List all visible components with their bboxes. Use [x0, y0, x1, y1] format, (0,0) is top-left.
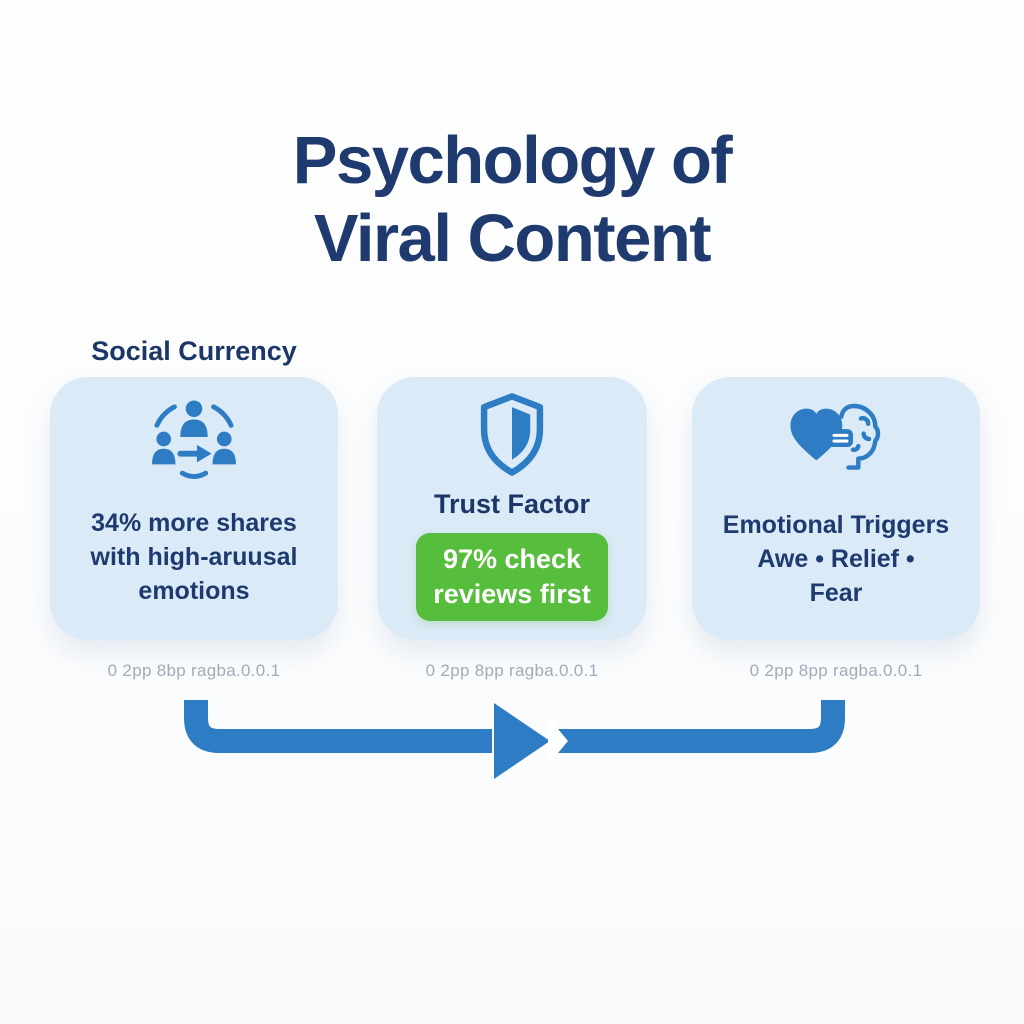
- card-text-line: 34% more shares: [91, 509, 297, 537]
- card-caption: 0 2pp 8pp ragba.0.0.1: [425, 661, 599, 680]
- title-line-1: Psychology of: [292, 123, 733, 198]
- card-caption: 0 2pp 8pp ragba.0.0.1: [749, 661, 923, 680]
- card-text-line: Fear: [809, 579, 863, 607]
- card-caption: 0 2pp 8bp ragba.0.0.1: [107, 661, 281, 680]
- flow-arrow: [184, 700, 845, 779]
- card-text-emotional-triggers: Emotional Triggers Awe • Relief • Fear: [723, 508, 949, 610]
- card-social-currency: 34% more shares with high-aruusal emotio…: [50, 377, 338, 640]
- page-title: Psychology of Viral Content: [0, 122, 1024, 279]
- badge-line: reviews first: [433, 579, 591, 609]
- stat-badge-green: 97% check reviews first: [416, 533, 608, 621]
- shield-icon: [480, 393, 544, 476]
- card-text-line: emotions: [138, 577, 250, 605]
- card-text-line: Emotional Triggers: [722, 511, 950, 539]
- people-share-icon: [152, 400, 236, 480]
- card-heading-trust-factor: Trust Factor: [433, 489, 591, 519]
- card-trust-factor: Trust Factor 97% check reviews first: [377, 377, 647, 640]
- card-text-social-currency: 34% more shares with high-aruusal emotio…: [91, 506, 298, 608]
- card-emotional-triggers: Emotional Triggers Awe • Relief • Fear: [692, 377, 980, 640]
- card-label-social-currency: Social Currency: [91, 336, 297, 366]
- card-text-line: with high-aruusal: [90, 543, 298, 571]
- badge-line: 97% check: [442, 544, 582, 574]
- title-line-2: Viral Content: [313, 201, 712, 277]
- heart-brain-icon: [790, 403, 881, 470]
- card-text-line: Awe • Relief •: [757, 545, 915, 573]
